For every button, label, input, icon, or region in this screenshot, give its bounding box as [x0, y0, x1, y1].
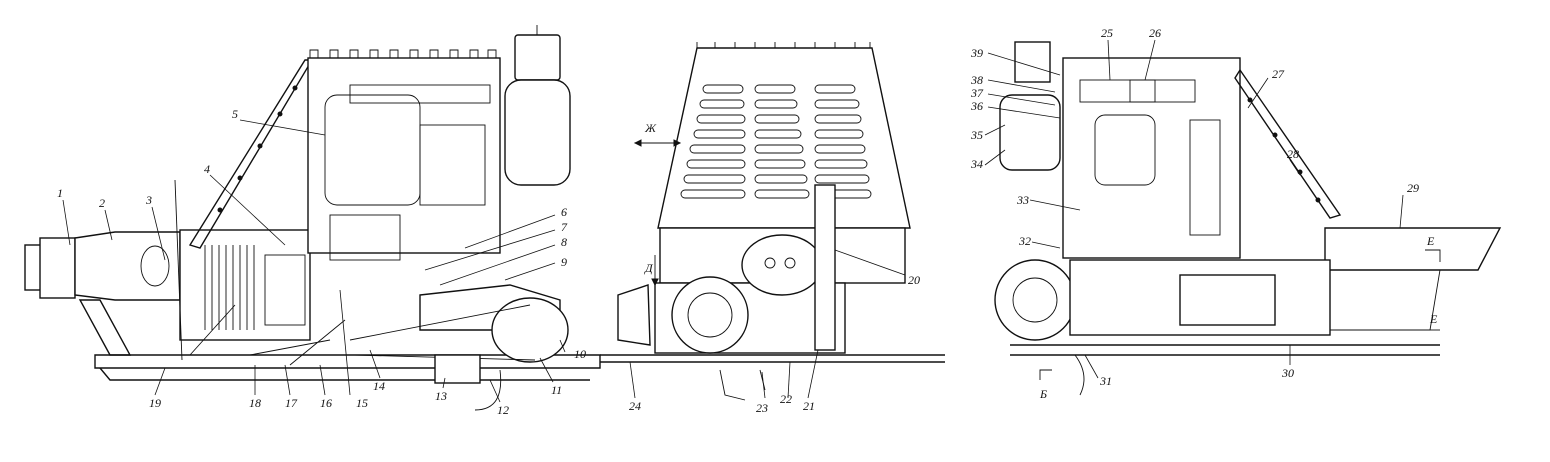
- callout-13: 13: [435, 389, 447, 403]
- callout-labels: 1 2 3 4 5 6 7 8 9 10 11 12 13 14 15 16 1…: [57, 26, 1419, 417]
- section-mark-e-top: [1425, 249, 1441, 262]
- rear-view-leaders: [984, 39, 1404, 379]
- hood-slope-rear: [1234, 68, 1342, 219]
- callout-38: 38: [970, 73, 983, 87]
- callout-20: 20: [908, 273, 920, 287]
- generator-rear: [1179, 274, 1276, 326]
- callout-28: 28: [1287, 147, 1299, 161]
- callout-17: 17: [285, 396, 298, 410]
- side-view: [24, 25, 601, 411]
- cooling-comb: [309, 49, 497, 58]
- radiator-fins: [204, 245, 255, 330]
- hood-rivets-rear: [1247, 97, 1321, 203]
- vertical-bracket: [814, 184, 836, 351]
- cable-12: [474, 369, 502, 411]
- callout-6: 6: [561, 205, 567, 219]
- callout-35: 35: [970, 128, 983, 142]
- callout-23: 23: [756, 401, 768, 415]
- callout-24: 24: [629, 399, 641, 413]
- fan-wheel: [671, 276, 749, 354]
- rear-view: [984, 39, 1502, 396]
- side-view-leaders: [62, 119, 566, 403]
- base-frame: [94, 354, 601, 369]
- front-bracket: [78, 299, 132, 356]
- callout-5: 5: [232, 107, 238, 121]
- callout-19: 19: [149, 396, 161, 410]
- front-view: [600, 42, 945, 401]
- base-frame-lower: [99, 367, 590, 381]
- callout-9: 9: [561, 255, 567, 269]
- air-cleaner-top: [514, 34, 561, 81]
- flywheel: [994, 259, 1076, 341]
- support-frame: [1330, 269, 1441, 331]
- callout-32: 32: [1018, 234, 1031, 248]
- callout-2: 2: [99, 196, 105, 210]
- shroud-louvers: [680, 84, 872, 199]
- callout-11: 11: [551, 383, 562, 397]
- section-mark-labels: Ж Д Б Е Е: [644, 121, 1438, 401]
- engine-block-rear: [1062, 57, 1241, 259]
- callout-37: 37: [970, 86, 984, 100]
- callout-33: 33: [1016, 193, 1029, 207]
- fan-pulley: [140, 245, 170, 287]
- filter-canister: [264, 254, 306, 326]
- hood-rivets: [217, 85, 298, 213]
- manifold: [349, 84, 491, 104]
- callout-3: 3: [145, 193, 152, 207]
- starter-motor: [434, 354, 481, 384]
- generator-pulley: [491, 297, 569, 363]
- front-view-leaders: [629, 249, 906, 399]
- front-housing: [39, 237, 76, 299]
- callout-39: 39: [970, 46, 983, 60]
- callout-31: 31: [1099, 374, 1112, 388]
- fuel-filter: [1094, 114, 1156, 186]
- callout-34: 34: [970, 157, 983, 171]
- callout-27: 27: [1272, 67, 1285, 81]
- callout-25: 25: [1101, 26, 1113, 40]
- cable-31: [1074, 354, 1085, 396]
- mark-e-top-label: Е: [1426, 234, 1435, 248]
- fuel-lines: [719, 369, 766, 401]
- callout-14: 14: [373, 379, 385, 393]
- fan-housing: [74, 231, 181, 301]
- exhaust-tray: [1324, 227, 1502, 271]
- callout-16: 16: [320, 396, 332, 410]
- callout-26: 26: [1149, 26, 1161, 40]
- engine-block: [307, 57, 501, 254]
- crankcase-front: [329, 214, 401, 261]
- callout-29: 29: [1407, 181, 1419, 195]
- radiator-block: [179, 229, 311, 341]
- callout-7: 7: [561, 220, 568, 234]
- shroud-comb: [696, 42, 871, 48]
- mark-e-bottom-label: Е: [1429, 312, 1438, 326]
- mark-d-label: Д: [644, 261, 654, 275]
- callout-30: 30: [1281, 366, 1294, 380]
- callout-15: 15: [356, 396, 368, 410]
- callout-21: 21: [803, 399, 815, 413]
- callout-36: 36: [970, 99, 983, 113]
- linkage-rods: [189, 304, 346, 366]
- inlet-nozzle: [617, 284, 651, 346]
- inspection-cover: [741, 234, 823, 296]
- mark-zh-label: Ж: [644, 121, 657, 135]
- callout-12: 12: [497, 403, 509, 417]
- callout-22: 22: [780, 392, 792, 406]
- callout-8: 8: [561, 235, 567, 249]
- air-cleaner-top-rear: [1014, 41, 1051, 83]
- injection-pump: [419, 124, 486, 206]
- air-cleaner-body: [504, 79, 571, 186]
- oil-cooler: [1189, 119, 1221, 236]
- callout-1: 1: [57, 186, 63, 200]
- callout-10: 10: [574, 347, 586, 361]
- air-cleaner-body-rear: [999, 94, 1061, 171]
- callout-4: 4: [204, 162, 210, 176]
- callout-18: 18: [249, 396, 261, 410]
- mark-b-label: Б: [1039, 387, 1047, 401]
- section-mark-b: [1039, 369, 1052, 380]
- support-post: [174, 179, 183, 361]
